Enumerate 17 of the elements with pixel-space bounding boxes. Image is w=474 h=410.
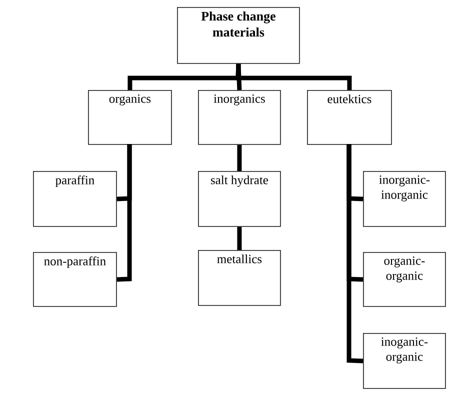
subcategory-box: inoganic-organic (363, 333, 446, 389)
category-box: eutektics (307, 90, 392, 145)
root-box: Phase change materials (177, 7, 300, 64)
subcategory-box: inorganic-inorganic (363, 171, 446, 227)
category-box: inorganics (198, 90, 281, 145)
connector-line (236, 64, 242, 90)
subcategory-box: non-paraffin (33, 252, 117, 307)
connector-line (237, 144, 242, 171)
subcategory-box: organic-organic (363, 252, 446, 307)
subcategory-box: salt hydrate (198, 171, 281, 227)
subcategory-box: paraffin (33, 171, 117, 227)
subcategory-box: metallics (198, 250, 281, 306)
category-box: organics (88, 90, 172, 145)
connector-line (346, 144, 364, 364)
connector-line (237, 226, 242, 250)
connector-line (116, 144, 132, 282)
connector-line (236, 64, 352, 90)
